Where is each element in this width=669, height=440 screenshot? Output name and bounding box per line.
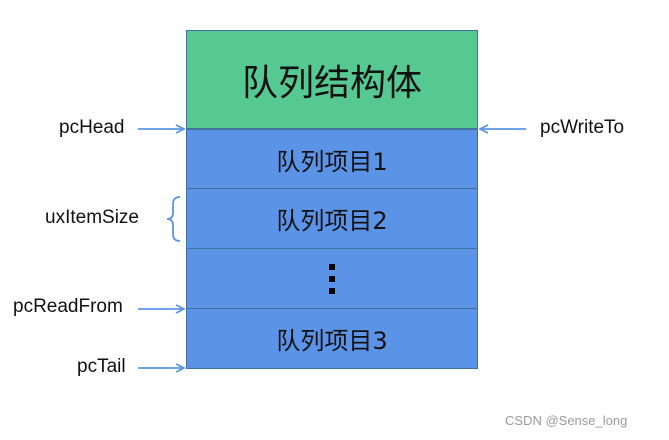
queue-item-3: 队列项目3	[186, 309, 478, 369]
pc-tail-label: pcTail	[77, 356, 126, 377]
queue-struct-header-label: 队列结构体	[241, 62, 422, 104]
ux-item-size-brace	[166, 196, 181, 242]
ux-item-size-label: uxItemSize	[45, 207, 139, 228]
queue-struct-header: 队列结构体	[186, 30, 478, 129]
queue-item-1: 队列项目1	[186, 129, 478, 189]
queue-item-2: 队列项目2	[186, 189, 478, 249]
pc-head-label: pcHead	[59, 117, 125, 138]
queue-item-2-label: 队列项目2	[276, 207, 388, 235]
queue-item-ellipsis	[186, 249, 478, 309]
watermark: CSDN @Sense_long	[505, 413, 628, 428]
vertical-ellipsis-icon	[329, 263, 335, 294]
queue-item-1-label: 队列项目1	[276, 147, 388, 176]
pc-write-to-label: pcWriteTo	[540, 117, 625, 138]
queue-item-3-label: 队列项目3	[276, 327, 388, 355]
pc-read-from-label: pcReadFrom	[13, 296, 123, 317]
